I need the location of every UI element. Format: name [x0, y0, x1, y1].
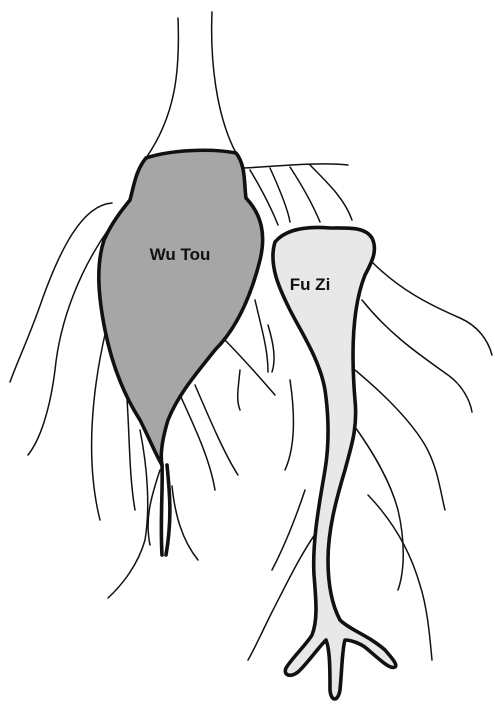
wu-tou-label: Wu Tou [150, 245, 211, 264]
fu-zi-label: Fu Zi [290, 275, 331, 294]
connector-roots [244, 164, 352, 225]
stem [146, 12, 236, 158]
right-roots [248, 262, 492, 660]
wu-tou-shape [99, 150, 263, 465]
